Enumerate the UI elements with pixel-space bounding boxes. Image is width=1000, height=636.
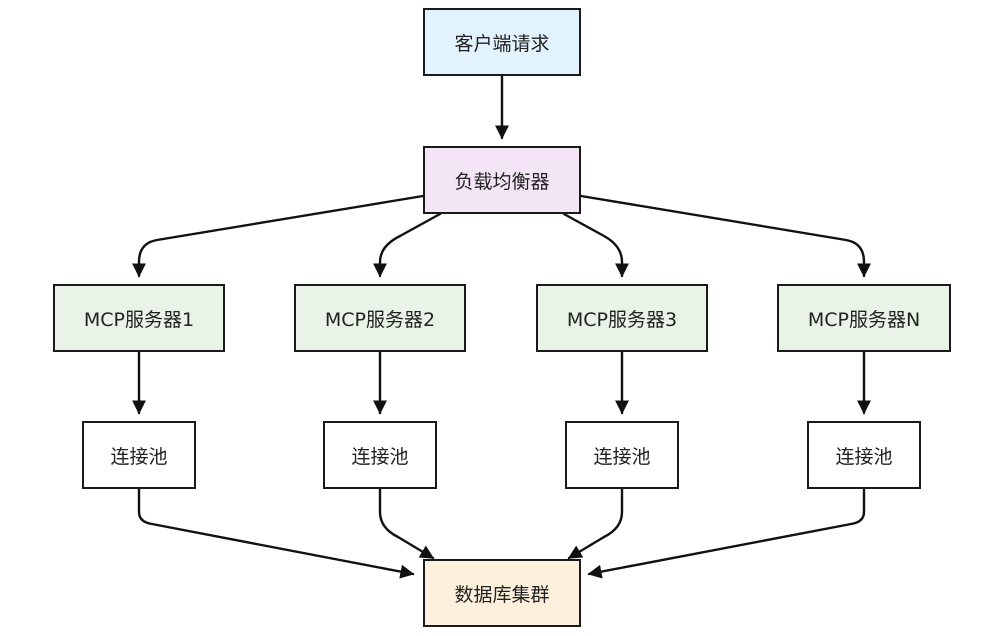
load-balancer-label: 负载均衡器 xyxy=(454,170,550,193)
client-request-label: 客户端请求 xyxy=(454,32,550,55)
edge-balancer-to-server-n xyxy=(579,194,871,278)
connection-pool-n-label: 连接池 xyxy=(835,445,893,468)
database-cluster-node: 数据库集群 xyxy=(423,559,581,627)
mcp-server-2-node: MCP服务器2 xyxy=(294,284,466,352)
connection-pool-2-node: 连接池 xyxy=(323,421,437,489)
connection-pool-1-label: 连接池 xyxy=(110,445,168,468)
connection-pool-n-node: 连接池 xyxy=(807,421,921,489)
mcp-server-n-node: MCP服务器N xyxy=(777,284,951,352)
connection-pool-1-node: 连接池 xyxy=(82,421,196,489)
mcp-server-3-label: MCP服务器3 xyxy=(566,308,678,331)
mcp-server-3-node: MCP服务器3 xyxy=(536,284,708,352)
load-balancer-node: 负载均衡器 xyxy=(423,146,581,214)
connection-pool-3-label: 连接池 xyxy=(593,445,651,468)
mcp-server-2-label: MCP服务器2 xyxy=(324,308,436,331)
edge-pool-n-to-database xyxy=(587,487,866,579)
connection-pool-2-label: 连接池 xyxy=(351,445,409,468)
mcp-server-1-node: MCP服务器1 xyxy=(53,284,225,352)
edge-balancer-to-server-2 xyxy=(373,212,442,278)
mcp-server-1-label: MCP服务器1 xyxy=(83,308,195,331)
edge-balancer-to-server-3 xyxy=(562,212,629,278)
database-cluster-label: 数据库集群 xyxy=(454,583,550,606)
mcp-server-n-label: MCP服务器N xyxy=(807,308,921,331)
edge-pool-2-to-database xyxy=(378,487,435,560)
edge-balancer-to-server-1 xyxy=(132,194,425,278)
client-request-node: 客户端请求 xyxy=(423,8,581,76)
edge-pool-1-to-database xyxy=(137,487,415,579)
connection-pool-3-node: 连接池 xyxy=(565,421,679,489)
edge-pool-3-to-database xyxy=(567,487,624,560)
